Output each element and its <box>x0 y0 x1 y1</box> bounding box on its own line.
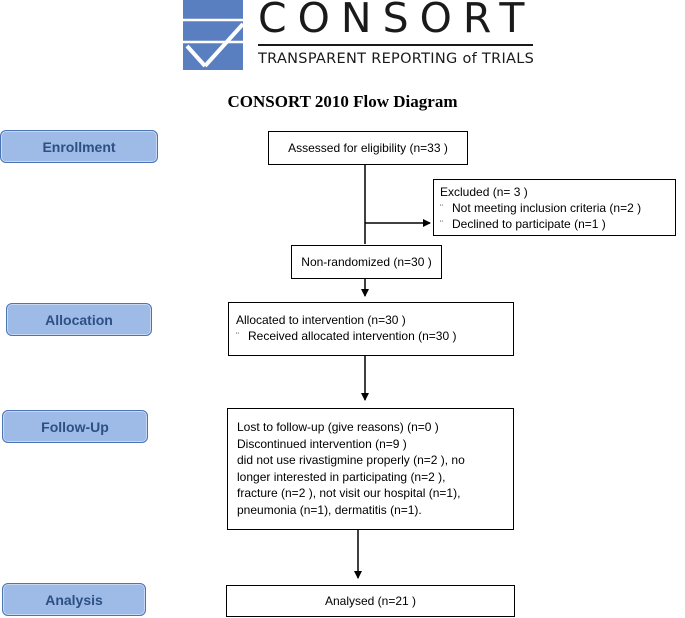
follow-up-line: longer interested in participating (n=2 … <box>237 469 446 484</box>
stage-allocation: Allocation <box>6 303 152 336</box>
box-non-randomized: Non-randomized (n=30 ) <box>291 245 442 279</box>
assessed-text: Assessed for eligibility (n=33 ) <box>288 141 448 155</box>
diagram-title: CONSORT 2010 Flow Diagram <box>227 92 458 111</box>
consort-wordmark: CONSORT <box>258 0 536 42</box>
excluded-title: Excluded (n= 3 ) <box>440 185 528 199</box>
stage-follow-up: Follow-Up <box>2 410 148 443</box>
box-analysed: Analysed (n=21 ) <box>226 585 515 617</box>
follow-up-line: fracture (n=2 ), not visit our hospital … <box>237 486 461 500</box>
box-excluded: Excluded (n= 3 ) ¨ Not meeting inclusion … <box>433 179 676 236</box>
consort-logo-mark <box>183 0 243 70</box>
follow-up-line: Discontinued intervention (n=9 ) <box>237 436 407 451</box>
excluded-item: Not meeting inclusion criteria (n=2 ) <box>452 201 642 215</box>
consort-tagline: TRANSPARENT REPORTING of TRIALS <box>258 51 535 67</box>
box-allocated: Allocated to intervention (n=30 ) ¨ Recei… <box>228 302 514 356</box>
box-follow-up: Lost to follow-up (give reasons) (n=0 ) … <box>227 408 514 530</box>
box-assessed-for-eligibility: Assessed for eligibility (n=33 ) <box>268 131 468 165</box>
non-randomized-text: Non-randomized (n=30 ) <box>301 255 432 269</box>
bullet-icon: ¨ <box>440 219 443 229</box>
follow-up-line: pneumonia (n=1), dermatitis (n=1). <box>237 502 422 517</box>
stage-analysis: Analysis <box>2 583 146 616</box>
allocated-title: Allocated to intervention (n=30 ) <box>236 313 406 327</box>
analysed-text: Analysed (n=21 ) <box>324 594 417 608</box>
bullet-icon: ¨ <box>236 331 239 341</box>
follow-up-line: Lost to follow-up (give reasons) (n=0 ) <box>237 420 439 434</box>
follow-up-line: did not use rivastigmine properly (n=2 )… <box>237 453 465 467</box>
allocated-item: Received allocated intervention (n=30 ) <box>248 329 457 343</box>
stage-enrollment: Enrollment <box>0 130 158 163</box>
excluded-item: Declined to participate (n=1 ) <box>452 217 606 231</box>
bullet-icon: ¨ <box>440 203 443 213</box>
logo-divider <box>258 44 533 46</box>
